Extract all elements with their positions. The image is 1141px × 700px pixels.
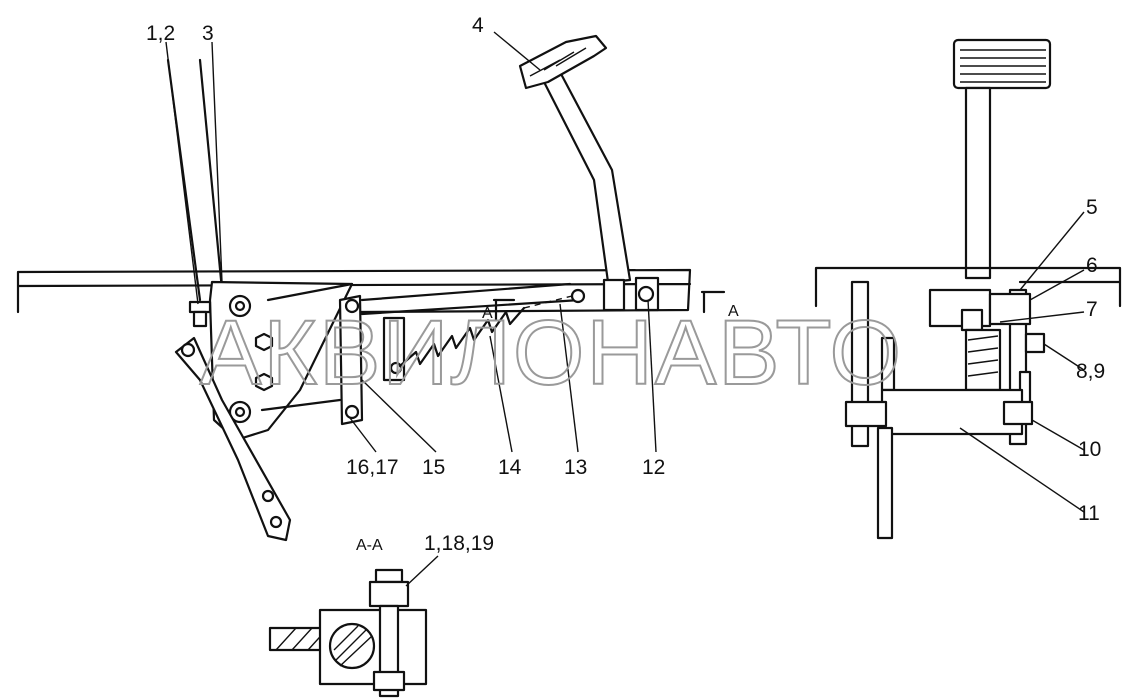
callout-16-17: 16,17 (346, 456, 399, 479)
leader-c1617 (349, 417, 377, 453)
section-label: А-А (356, 537, 383, 554)
bolt-8-9 (1024, 332, 1046, 354)
leader-c12b (647, 299, 657, 453)
side-view (16, 34, 726, 542)
callout-11: 11 (1078, 502, 1100, 525)
pedal-shaft-front (964, 86, 992, 280)
callout-12: 12 (642, 456, 665, 479)
link-plate (338, 294, 364, 426)
pedal-pad-ribs (529, 47, 587, 77)
callout-4: 4 (472, 14, 484, 37)
section-nut-top (374, 568, 404, 584)
spring-housing-hatch (967, 335, 999, 377)
bracket-bolt-bottom-inner (234, 406, 246, 418)
pedal-stop-left (602, 278, 626, 312)
section-shaft (328, 622, 376, 670)
leader-lines (165, 31, 1085, 587)
leader-c4 (493, 31, 541, 71)
callout-8-9: 8,9 (1076, 360, 1105, 383)
leader-c11819 (405, 555, 439, 587)
section-washer (368, 580, 410, 608)
section-mark-right (700, 290, 726, 314)
tube-cap-10 (1002, 400, 1034, 426)
pedal-pad-front (952, 38, 1052, 90)
callout-7: 7 (1086, 298, 1098, 321)
leader-c15 (361, 379, 437, 453)
front-view (814, 38, 1122, 540)
hex-nut-1 (254, 332, 274, 352)
link-pin-top (344, 298, 360, 314)
leader-c13 (559, 303, 579, 453)
cross-tube-11 (880, 388, 1024, 436)
hex-nut-2 (254, 372, 274, 392)
leader-c3 (211, 41, 223, 283)
pedal-arm (540, 70, 632, 284)
lever-front (876, 426, 894, 540)
callout-15: 15 (422, 456, 445, 479)
link-rod (360, 282, 582, 316)
section-mark-left-label: А (482, 305, 493, 322)
pedal-pad-front-ribs (960, 49, 1046, 83)
arm-pivot-top (180, 342, 196, 358)
section-mark-left (492, 298, 516, 322)
return-spring (398, 306, 526, 368)
leader-c6 (1029, 269, 1085, 301)
section-mark-right-label: А (728, 303, 739, 320)
callout-1-18-19: 1,18,19 (424, 532, 494, 555)
callout-10: 10 (1078, 438, 1101, 461)
leader-c7 (999, 311, 1085, 323)
bracket-diagonal (260, 282, 354, 412)
spring-anchor (389, 361, 403, 375)
watermark: АКВИЛОНАВТО (200, 302, 903, 404)
arm-hole-2 (269, 515, 283, 529)
section-view (268, 568, 428, 698)
callout-3: 3 (202, 22, 214, 45)
leader-c89 (1043, 343, 1085, 371)
pedal-pivot (570, 288, 586, 304)
nut-7 (960, 308, 984, 332)
callout-6: 6 (1086, 254, 1098, 277)
callout-labels: 1,2 3 4 5 6 7 8,9 10 11 12 13 14 15 16,1… (146, 14, 1105, 555)
callout-5: 5 (1086, 196, 1098, 219)
floor-panel (16, 268, 692, 314)
callout-1-2: 1,2 (146, 22, 175, 45)
callout-14: 14 (498, 456, 522, 479)
section-nut-bottom (372, 670, 406, 692)
tube-cap-left (844, 400, 888, 428)
section-shaft-hatch (333, 625, 373, 667)
stop-bolt (637, 285, 655, 303)
lower-arm (174, 336, 292, 542)
adjust-screw-head (192, 310, 208, 328)
bracket-bolt-top-inner (234, 300, 246, 312)
leader-c11 (959, 427, 1085, 513)
arm-hole-1 (261, 489, 275, 503)
leader-c5 (1019, 211, 1085, 291)
leader-c10 (1031, 419, 1085, 451)
leader-c12 (165, 41, 199, 305)
spring-axis (523, 295, 573, 309)
callout-13: 13 (564, 456, 587, 479)
floor-front (814, 266, 1122, 308)
link-pin-bottom (344, 404, 360, 420)
leader-c14 (489, 335, 513, 453)
